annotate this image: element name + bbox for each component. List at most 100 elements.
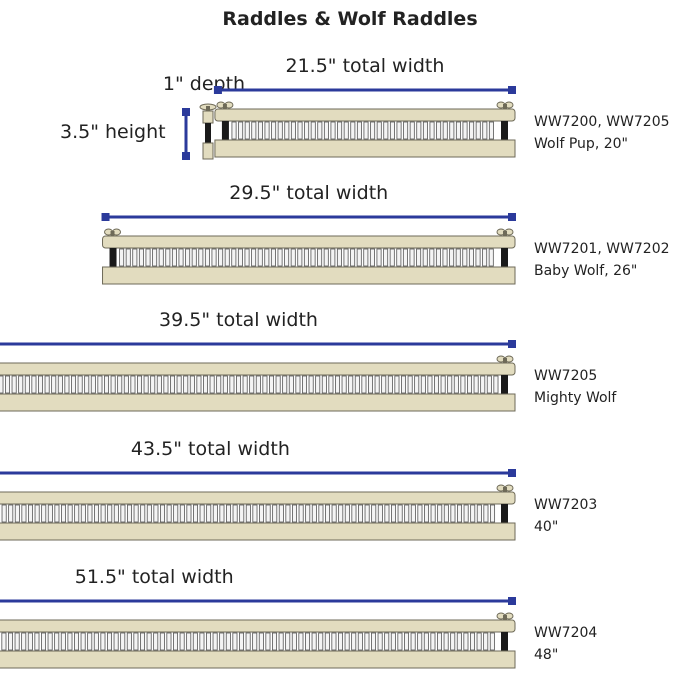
tine bbox=[185, 248, 191, 267]
tine bbox=[204, 248, 210, 267]
model-number: WW7201, WW7202 bbox=[534, 241, 670, 257]
right-post bbox=[501, 121, 508, 140]
tine bbox=[343, 248, 349, 267]
raddle-end-view bbox=[199, 103, 217, 160]
tine bbox=[158, 248, 164, 267]
tine bbox=[357, 632, 363, 651]
tine bbox=[369, 248, 375, 267]
tine bbox=[123, 375, 129, 394]
tine bbox=[442, 248, 448, 267]
width-dimension-line bbox=[0, 469, 516, 477]
tine bbox=[166, 504, 172, 523]
tine bbox=[272, 504, 278, 523]
tine bbox=[341, 375, 347, 394]
tine bbox=[222, 375, 228, 394]
tine bbox=[143, 375, 149, 394]
tine bbox=[183, 375, 189, 394]
tine bbox=[242, 375, 248, 394]
tine bbox=[8, 504, 14, 523]
tine bbox=[179, 632, 185, 651]
tine bbox=[1, 504, 7, 523]
tine bbox=[44, 375, 50, 394]
tine bbox=[110, 375, 116, 394]
tine bbox=[206, 504, 212, 523]
tine bbox=[153, 632, 159, 651]
tine bbox=[224, 248, 230, 267]
tine bbox=[325, 504, 331, 523]
tine bbox=[424, 504, 430, 523]
tine-row bbox=[1, 632, 495, 651]
tine bbox=[311, 504, 317, 523]
tine bbox=[133, 632, 139, 651]
tine bbox=[427, 375, 433, 394]
tine bbox=[416, 248, 422, 267]
tine bbox=[463, 632, 469, 651]
tine bbox=[468, 248, 474, 267]
tine bbox=[321, 375, 327, 394]
tine bbox=[343, 121, 349, 140]
top-rail bbox=[102, 235, 516, 249]
tine bbox=[219, 632, 225, 651]
tine bbox=[489, 632, 495, 651]
tine bbox=[290, 248, 296, 267]
top-rail bbox=[0, 362, 516, 376]
tine bbox=[420, 375, 426, 394]
tine bbox=[193, 504, 199, 523]
model-description: Wolf Pup, 20" bbox=[534, 136, 628, 152]
tine bbox=[323, 248, 329, 267]
tine bbox=[396, 121, 402, 140]
tine bbox=[456, 632, 462, 651]
tine bbox=[18, 375, 24, 394]
tine bbox=[335, 375, 341, 394]
width-dimension-line bbox=[101, 213, 516, 221]
end-view-post bbox=[205, 123, 211, 143]
tine bbox=[159, 632, 165, 651]
tine bbox=[275, 375, 281, 394]
tine bbox=[252, 504, 258, 523]
tine bbox=[318, 632, 324, 651]
tine bbox=[271, 121, 277, 140]
tine bbox=[84, 375, 90, 394]
tine bbox=[67, 632, 73, 651]
tine bbox=[368, 375, 374, 394]
tine bbox=[436, 121, 442, 140]
tine bbox=[212, 632, 218, 651]
tine bbox=[437, 504, 443, 523]
tine bbox=[305, 632, 311, 651]
tine bbox=[435, 248, 441, 267]
right-post bbox=[501, 375, 508, 394]
tine bbox=[330, 121, 336, 140]
right-post bbox=[501, 632, 508, 651]
tine bbox=[295, 375, 301, 394]
model-number: WW7204 bbox=[534, 625, 597, 641]
tine bbox=[361, 375, 367, 394]
tine bbox=[198, 248, 204, 267]
tine bbox=[0, 375, 4, 394]
tine bbox=[298, 504, 304, 523]
tine bbox=[331, 632, 337, 651]
tine bbox=[152, 248, 158, 267]
tine bbox=[119, 248, 125, 267]
tine bbox=[403, 121, 409, 140]
top-rail bbox=[214, 108, 516, 122]
tine bbox=[107, 504, 113, 523]
tine bbox=[450, 504, 456, 523]
tine bbox=[270, 248, 276, 267]
tine bbox=[21, 632, 27, 651]
tine bbox=[308, 375, 314, 394]
right-post bbox=[501, 248, 508, 267]
tine bbox=[443, 632, 449, 651]
tine bbox=[236, 375, 242, 394]
tine bbox=[317, 248, 323, 267]
tine bbox=[488, 248, 494, 267]
width-label: 51.5" total width bbox=[75, 566, 234, 588]
tine bbox=[77, 375, 83, 394]
tine bbox=[166, 632, 172, 651]
tine bbox=[303, 248, 309, 267]
tine bbox=[245, 632, 251, 651]
tine bbox=[407, 375, 413, 394]
tine bbox=[100, 632, 106, 651]
tine bbox=[356, 248, 362, 267]
